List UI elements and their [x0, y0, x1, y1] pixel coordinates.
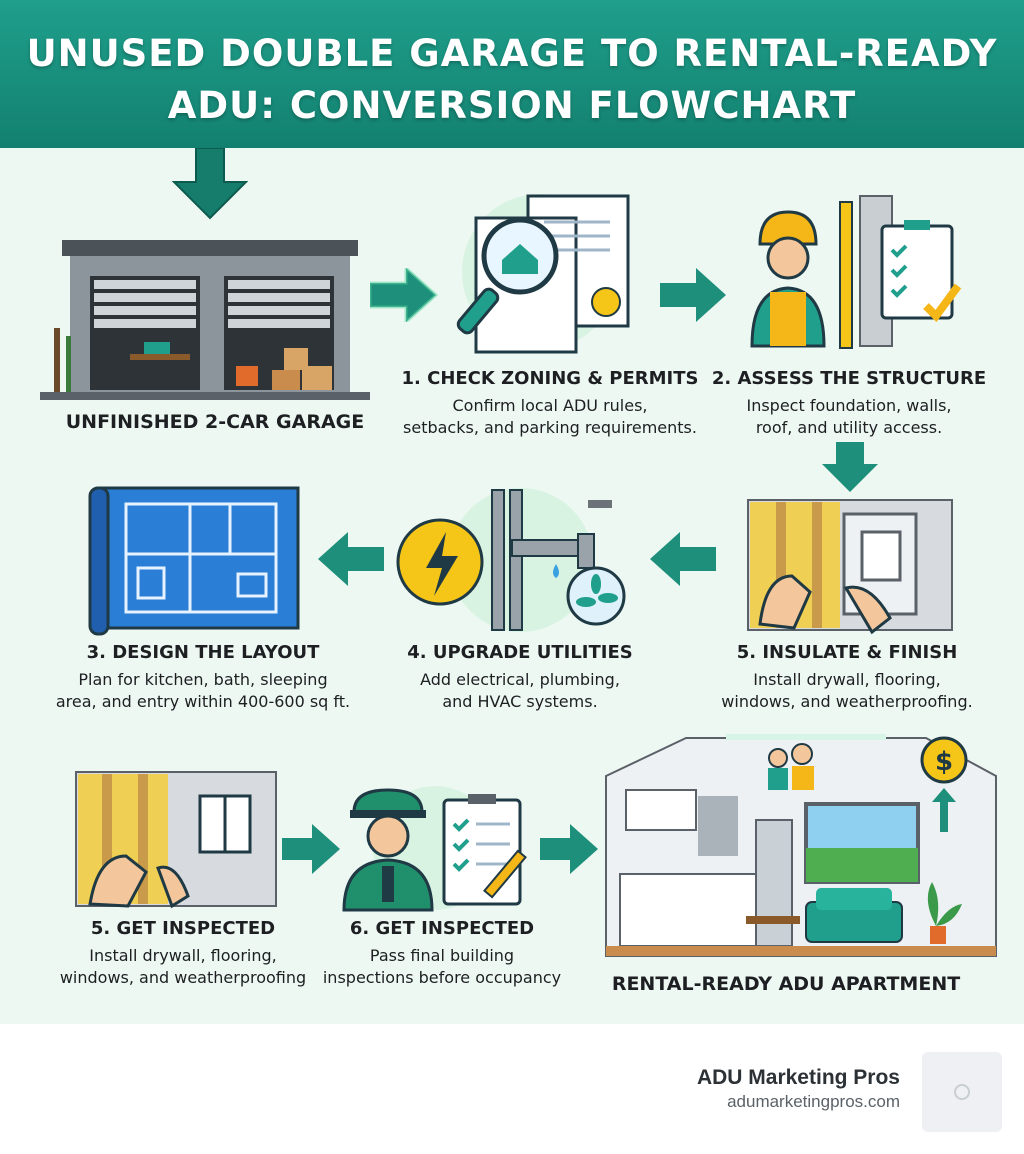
step4-desc-line2: and HVAC systems. — [442, 692, 598, 711]
step1-desc-line1: Confirm local ADU rules, — [452, 396, 648, 415]
step3-title: 3. DESIGN THE LAYOUT — [86, 642, 320, 663]
brand-block: ADU Marketing Pros adumarketingpros.com — [697, 1066, 900, 1112]
arrow-right-icon — [660, 268, 726, 322]
arrow-left-icon — [650, 532, 716, 586]
step4-caption: 4. UPGRADE UTILITIES Add electrical, plu… — [370, 642, 670, 713]
step5b-caption: 5. GET INSPECTED Install drywall, floori… — [30, 918, 336, 989]
utilities-icon — [396, 488, 626, 632]
insulation-icon — [75, 771, 277, 909]
worker-clipboard-icon — [750, 195, 962, 349]
step5b-desc-line1: Install drywall, flooring, — [89, 946, 277, 965]
step5b-desc-line2: windows, and weatherproofing — [59, 968, 307, 987]
entry-arrow-icon — [172, 148, 248, 220]
arrow-right-icon — [370, 268, 438, 322]
step5a-desc-line2: windows, and weatherproofing. — [721, 692, 973, 711]
step2-title: 2. ASSESS THE STRUCTURE — [711, 368, 987, 389]
end-label: RENTAL-READY ADU APARTMENT — [611, 973, 961, 995]
step2-desc-line2: roof, and utility access. — [755, 418, 943, 437]
step1-desc-line2: setbacks, and parking requirements. — [403, 418, 697, 437]
step1-caption: 1. CHECK ZONING & PERMITS Confirm local … — [400, 368, 700, 439]
brand-url: adumarketingpros.com — [727, 1092, 900, 1111]
arrow-left-icon — [318, 532, 384, 586]
title-line-1: UNUSED DOUBLE GARAGE TO RENTAL-READY — [26, 32, 998, 75]
insulation-icon — [747, 499, 953, 635]
brand-name: ADU Marketing Pros — [696, 1066, 900, 1089]
footer — [0, 1024, 1024, 1154]
title-line-2: ADU: CONVERSION FLOWCHART — [167, 84, 857, 127]
magnifier-document-icon — [456, 194, 630, 354]
apartment-icon: $ — [605, 734, 997, 957]
step5a-title: 5. INSULATE & FINISH — [736, 642, 958, 663]
step5a-caption: 5. INSULATE & FINISH Install drywall, fl… — [694, 642, 1000, 713]
start-label: UNFINISHED 2-CAR GARAGE — [65, 411, 365, 433]
step3-desc-line1: Plan for kitchen, bath, sleeping — [78, 670, 328, 689]
step4-desc-line1: Add electrical, plumbing, — [420, 670, 620, 689]
step6-desc-line1: Pass final building — [369, 946, 515, 965]
step4-title: 4. UPGRADE UTILITIES — [407, 642, 633, 663]
header-banner: UNUSED DOUBLE GARAGE TO RENTAL-READY ADU… — [0, 0, 1024, 148]
step5b-title: 5. GET INSPECTED — [90, 918, 276, 939]
blueprint-icon — [88, 486, 300, 636]
arrow-right-icon — [540, 824, 598, 874]
page-title: UNUSED DOUBLE GARAGE TO RENTAL-READY ADU… — [0, 28, 1024, 132]
arrow-right-icon — [282, 824, 340, 874]
step6-title: 6. GET INSPECTED — [349, 918, 535, 939]
step2-desc-line1: Inspect foundation, walls, — [746, 396, 952, 415]
step6-caption: 6. GET INSPECTED Pass final building ins… — [322, 918, 562, 989]
inspector-icon — [342, 786, 527, 912]
garage-icon — [40, 240, 370, 400]
step3-caption: 3. DESIGN THE LAYOUT Plan for kitchen, b… — [50, 642, 356, 713]
step6-desc-line2: inspections before occupancy — [322, 968, 562, 987]
step3-desc-line2: area, and entry within 400-600 sq ft. — [55, 692, 351, 711]
step5a-desc-line1: Install drywall, flooring, — [753, 670, 941, 689]
step1-title: 1. CHECK ZONING & PERMITS — [401, 368, 699, 389]
arrow-down-icon — [822, 442, 878, 492]
svg-text:$: $ — [935, 747, 953, 777]
brand-logo-icon — [922, 1052, 1002, 1132]
step2-caption: 2. ASSESS THE STRUCTURE Inspect foundati… — [704, 368, 994, 439]
